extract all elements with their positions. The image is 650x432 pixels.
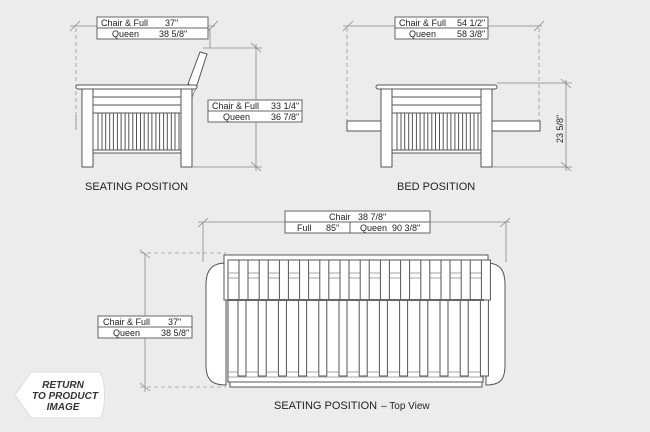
top-width-value-full: 85" [326, 223, 339, 233]
back-slat [379, 259, 390, 301]
bed-slat [411, 112, 417, 151]
side-slat [128, 112, 134, 151]
return-arrow-shape[interactable] [14, 371, 105, 419]
right-leg [180, 88, 193, 168]
back-slat [319, 259, 330, 301]
side-slat [105, 112, 111, 151]
seat-slat [318, 299, 328, 377]
side-slat [97, 112, 103, 151]
seat-slat [419, 299, 429, 377]
side-slat [112, 112, 118, 151]
chair-back [187, 51, 208, 89]
bed-slat [404, 112, 410, 151]
return-to-product-image-button[interactable]: RETURN TO PRODUCT IMAGE [14, 371, 105, 419]
seat-slat [298, 299, 308, 377]
bed-slat [427, 112, 433, 151]
return-label-line2[interactable]: TO PRODUCT [32, 391, 99, 402]
left-leg [81, 88, 94, 168]
back-slat [480, 259, 491, 301]
height-value-chair-full: 33 1/4" [271, 101, 299, 111]
left-arm [205, 262, 227, 386]
depth-label-queen: Queen [113, 328, 140, 338]
bed-extension-left [346, 120, 382, 132]
side-slat [136, 112, 141, 151]
top-width-value-queen: 90 3/8" [392, 223, 420, 233]
back-slat [400, 259, 411, 301]
side-slat [159, 112, 165, 151]
back-slat [359, 259, 370, 301]
bed-slat [465, 112, 471, 151]
height-value-queen: 36 7/8" [271, 112, 299, 122]
width-label-queen: Queen [112, 29, 139, 39]
seating-position-caption: SEATING POSITION [85, 181, 188, 193]
seat-slat [439, 299, 449, 377]
back-slat [299, 259, 310, 301]
bed-height-value: 23 5/8" [555, 115, 565, 143]
bed-extension-right [491, 120, 541, 132]
top-view: Chair 38 7/8" Full 85" Queen 90 3/8" Cha… [97, 210, 511, 412]
length-label-queen: Queen [409, 29, 436, 39]
height-label-chair-full: Chair & Full [212, 101, 259, 111]
seating-side-view: Chair & Full 37" Queen 38 5/8" Chair & F… [69, 16, 303, 193]
side-slat [151, 112, 157, 151]
bed-slat [473, 112, 479, 151]
top-width-label-queen: Queen [360, 223, 387, 233]
return-label-line3[interactable]: IMAGE [47, 402, 80, 413]
bed-slat [442, 112, 448, 151]
bed-side-view: 23 5/8" Chair & Full 54 1/2" Queen 58 3/… [342, 16, 572, 193]
bed-slat [419, 112, 425, 151]
depth-label-chair-full: Chair & Full [103, 317, 150, 327]
seat-slat [479, 299, 489, 377]
top-width-label-chair: Chair [329, 212, 351, 222]
seat-slat [378, 299, 388, 377]
back-slat [258, 259, 269, 301]
width-value-chair-full: 37" [165, 18, 178, 28]
top-width-value-chair: 38 7/8" [358, 212, 386, 222]
bed-slat [450, 112, 456, 151]
length-value-queen: 58 3/8" [457, 29, 485, 39]
length-label-chair-full: Chair & Full [399, 18, 446, 28]
back-slat [420, 259, 431, 301]
top-view-caption: SEATING POSITION– Top View [274, 400, 430, 412]
back-slat [440, 259, 451, 301]
seat-slat [358, 299, 368, 377]
bed-slat [396, 112, 402, 151]
length-value-chair-full: 54 1/2" [457, 18, 485, 28]
bed-position-caption: BED POSITION [397, 181, 475, 193]
back-slat [238, 259, 249, 301]
seat-slat [399, 299, 409, 377]
depth-value-chair-full: 37" [168, 317, 181, 327]
width-label-chair-full: Chair & Full [101, 18, 148, 28]
side-slat [143, 112, 149, 151]
seat-slat [237, 299, 247, 377]
seat-slat [257, 299, 267, 377]
seat-top [75, 84, 198, 90]
depth-value-queen: 38 5/8" [161, 328, 189, 338]
side-slat [120, 112, 126, 151]
seat-slat [338, 299, 348, 377]
seat-slat [277, 299, 287, 377]
return-label-line1[interactable]: RETURN [42, 380, 84, 391]
back-slat [339, 259, 350, 301]
height-label-queen: Queen [223, 112, 250, 122]
back-slat [460, 259, 471, 301]
seat-slat [459, 299, 469, 377]
bed-slat [435, 112, 440, 151]
width-value-queen: 38 5/8" [159, 29, 187, 39]
bed-slat [458, 112, 464, 151]
side-slat [166, 112, 172, 151]
top-width-label-full: Full [297, 223, 312, 233]
back-slat [278, 259, 289, 301]
side-slat [174, 112, 180, 151]
